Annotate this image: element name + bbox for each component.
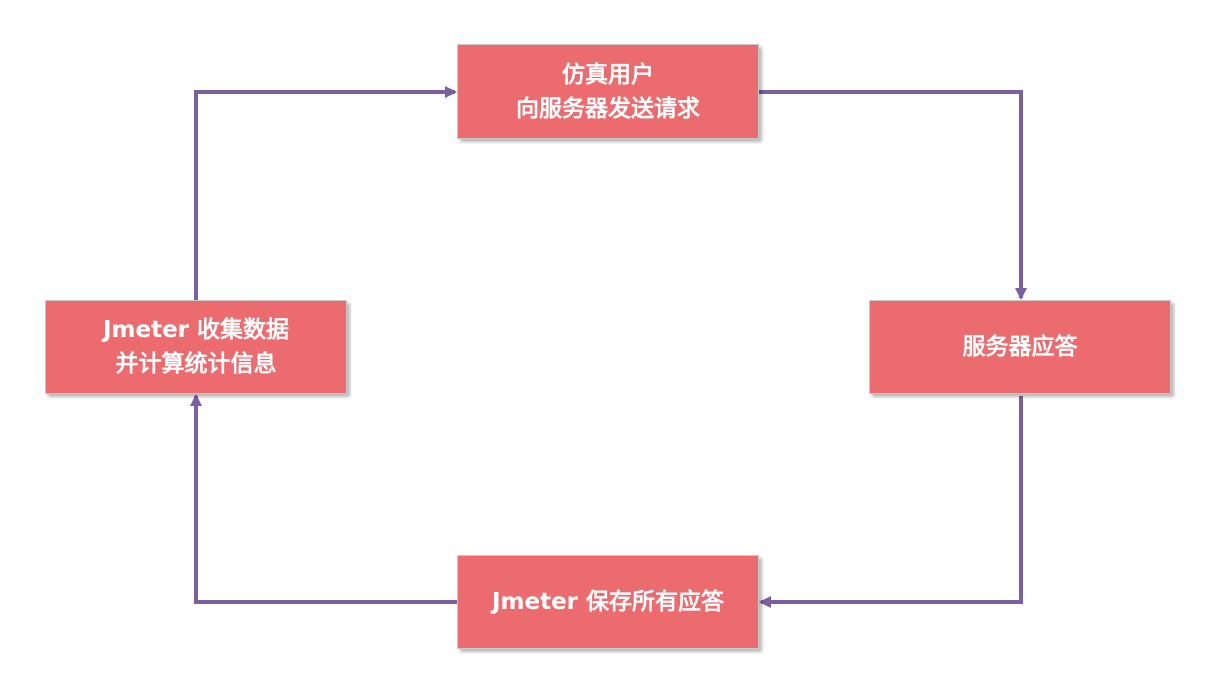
simulate-box-line1: 仿真用户 [562, 61, 654, 88]
arrow-simulate-to-server [759, 90, 1027, 300]
simulate-user-request-box: 仿真用户 向服务器发送请求 [457, 44, 759, 139]
save-box-line1: Jmeter 保存所有应答 [491, 589, 725, 615]
arrow-save-to-collect [190, 394, 457, 604]
collect-box-line1: Jmeter 收集数据 [102, 317, 290, 343]
collect-box-line2: 并计算统计信息 [115, 351, 277, 377]
collect-stats-box: Jmeter 收集数据 并计算统计信息 [45, 300, 347, 394]
server-response-box: 服务器应答 [869, 300, 1171, 394]
server-box-line1: 服务器应答 [962, 334, 1078, 360]
arrow-collect-to-simulate [194, 86, 457, 300]
save-responses-box: Jmeter 保存所有应答 [457, 555, 759, 649]
simulate-box-line2: 向服务器发送请求 [516, 95, 700, 122]
arrow-server-to-save [759, 396, 1023, 608]
